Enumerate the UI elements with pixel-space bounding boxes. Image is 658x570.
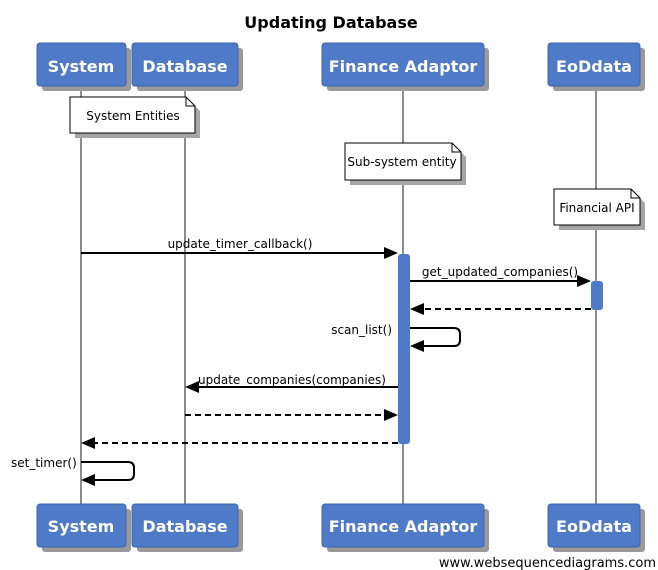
actor-label: Database xyxy=(142,57,227,76)
actor-system-bottom: System xyxy=(36,503,131,552)
actor-label: Finance Adaptor xyxy=(329,57,478,76)
note-text: Sub-system entity xyxy=(347,155,456,169)
message-label: update_companies(companies) xyxy=(198,373,386,387)
actor-eoddata-top: EoDdata xyxy=(547,42,645,91)
message-update-timer-callback: update_timer_callback() xyxy=(81,237,398,259)
activation-eoddata xyxy=(591,281,603,310)
message-label: get_updated_companies() xyxy=(422,265,578,279)
activation-finance-adaptor xyxy=(398,254,410,444)
actor-finance-adaptor-bottom: Finance Adaptor xyxy=(321,503,489,552)
message-set-timer: set_timer() xyxy=(11,456,135,486)
message-return-finance xyxy=(81,437,398,449)
actor-database-bottom: Database xyxy=(131,503,243,552)
message-get-updated-companies: get_updated_companies() xyxy=(410,265,591,287)
message-update-companies: update_companies(companies) xyxy=(185,373,398,393)
actor-label: EoDdata xyxy=(556,517,632,536)
message-label: set_timer() xyxy=(11,456,77,470)
actor-label: System xyxy=(48,57,115,76)
message-label: scan_list() xyxy=(331,323,392,337)
actor-label: Finance Adaptor xyxy=(329,517,478,536)
actor-finance-adaptor-top: Finance Adaptor xyxy=(321,42,489,91)
footer-credit[interactable]: www.websequencediagrams.com xyxy=(439,556,656,570)
note-financial-api: Financial API xyxy=(553,188,645,230)
message-label: update_timer_callback() xyxy=(168,237,313,251)
actor-label: EoDdata xyxy=(556,57,632,76)
message-return-eoddata xyxy=(410,303,591,315)
message-scan-list: scan_list() xyxy=(331,323,461,352)
note-text: System Entities xyxy=(86,109,179,123)
message-return-database xyxy=(185,409,398,421)
actor-label: Database xyxy=(142,517,227,536)
actor-eoddata-bottom: EoDdata xyxy=(547,503,645,552)
note-subsystem-entity: Sub-system entity xyxy=(344,142,466,185)
diagram-title: Updating Database xyxy=(244,13,418,32)
actor-label: System xyxy=(48,517,115,536)
note-system-entities: System Entities xyxy=(69,96,200,138)
actor-system-top: System xyxy=(36,42,131,91)
actor-database-top: Database xyxy=(131,42,243,91)
note-text: Financial API xyxy=(559,201,634,215)
